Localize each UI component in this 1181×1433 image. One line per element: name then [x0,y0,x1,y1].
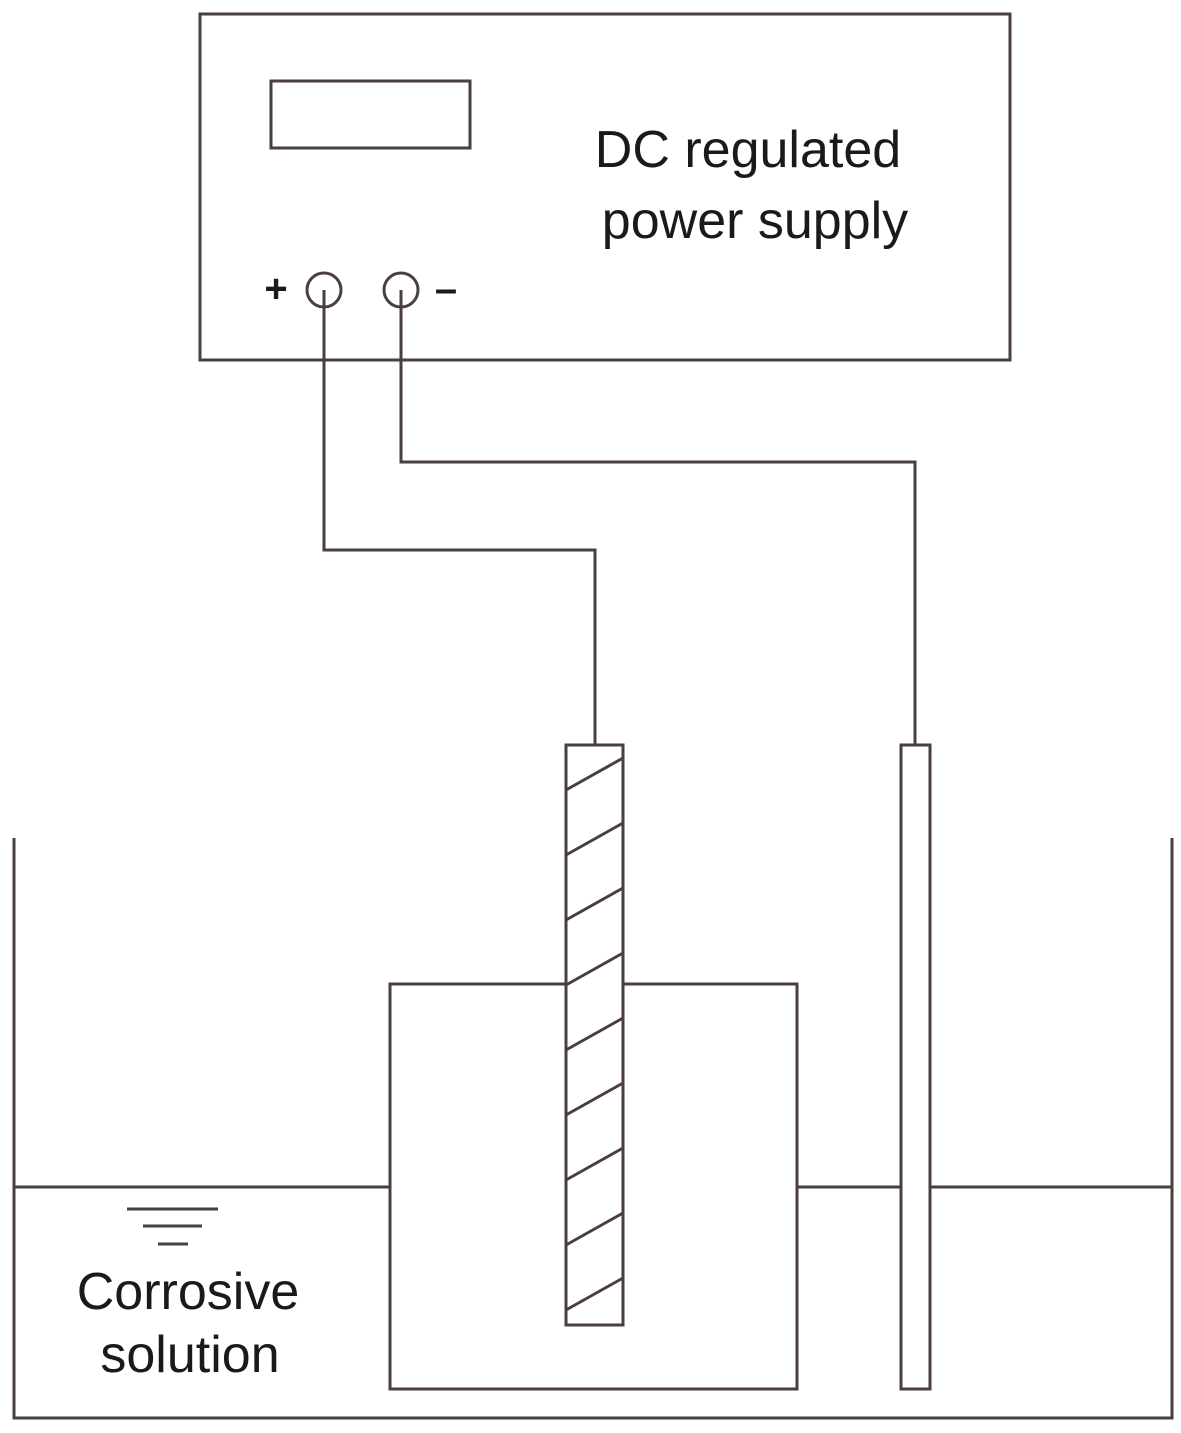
hatch-line [565,886,624,922]
solution-label-line2: solution [100,1326,279,1384]
hatch-line [565,821,624,857]
anode-specimen [564,743,625,1327]
anode-outline [564,743,625,1327]
negative-terminal-sign: – [435,267,457,311]
anode-hatching [565,756,624,1312]
hatch-line [565,1081,624,1117]
hatch-line [565,1211,624,1247]
water-level-icon [127,1207,218,1246]
hatch-line [565,1146,624,1182]
negative-wire [399,290,917,745]
hatch-line [565,756,624,792]
power-supply-title-line2: power supply [602,192,908,250]
hatch-line [565,1276,624,1312]
positive-terminal-sign: + [264,267,287,311]
power-supply-display [269,79,472,150]
hatch-line [565,951,624,987]
cathode-electrode [899,743,932,1391]
solution-label-line1: Corrosive [77,1263,300,1321]
power-supply: DC regulated power supply + – [198,12,1012,362]
tank-walls [12,838,1174,1420]
power-supply-body [198,12,1012,362]
hatch-line [565,1016,624,1052]
power-supply-title-line1: DC regulated [595,121,901,179]
positive-wire [322,290,597,745]
